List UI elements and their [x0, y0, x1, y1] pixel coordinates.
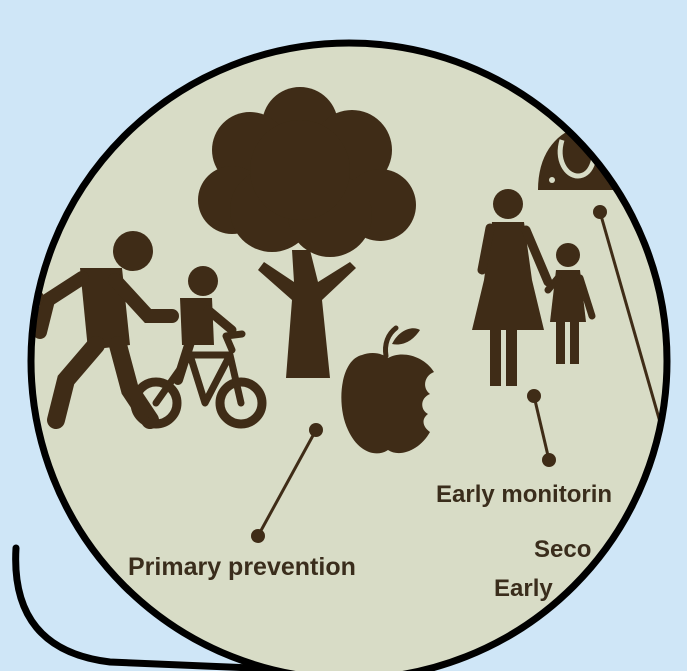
mother-child-icon [472, 189, 596, 386]
connector-secondary [593, 205, 667, 451]
connector-early-monitoring [527, 389, 556, 467]
tree-icon [198, 87, 416, 378]
label-early-monitoring: Early monitorin [436, 481, 612, 508]
label-primary-prevention: Primary prevention [128, 553, 356, 581]
label-early-partial: Early [494, 575, 553, 602]
swoosh-arc [12, 544, 304, 671]
apple-icon [341, 325, 434, 454]
doctor-icon [538, 92, 660, 190]
label-secondary-partial: Seco [534, 536, 591, 563]
connector-primary [251, 423, 323, 543]
circle-border [27, 39, 671, 671]
